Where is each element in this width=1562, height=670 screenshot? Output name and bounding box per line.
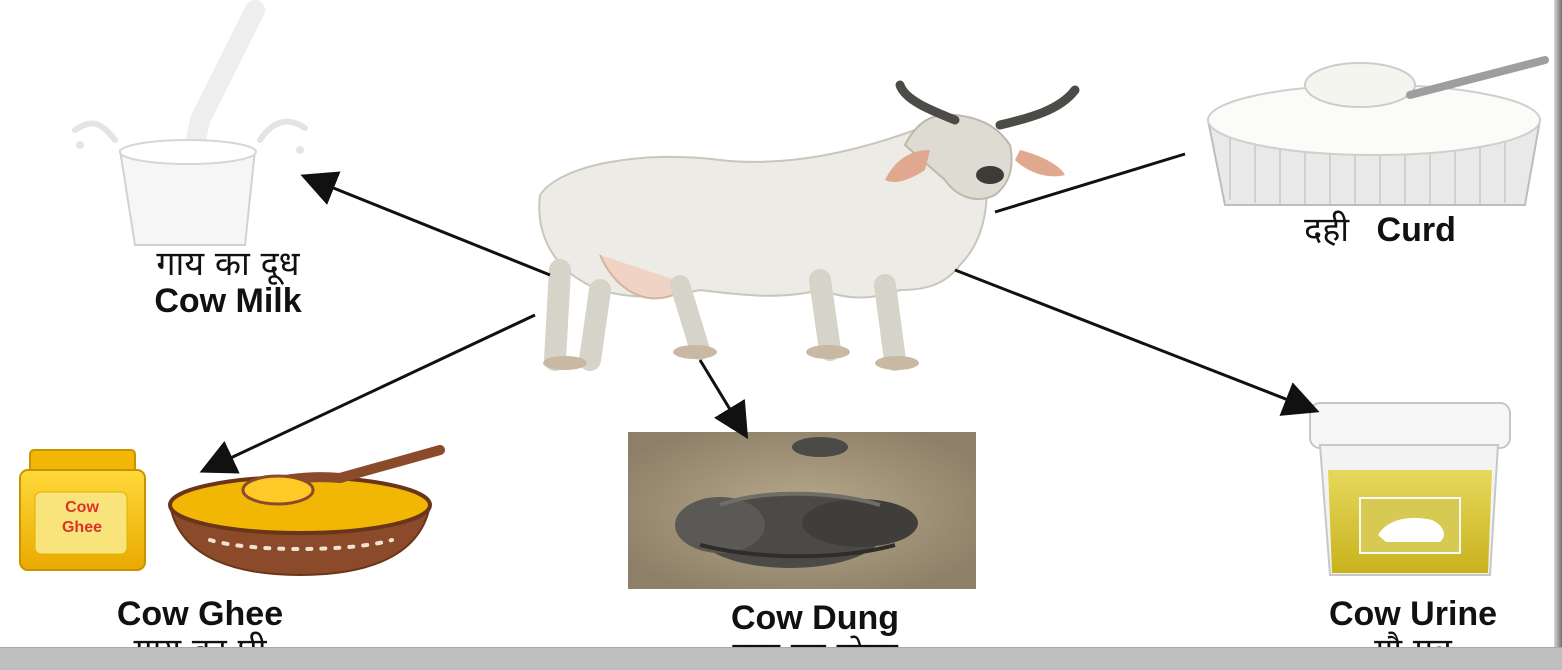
milk-label: गाय का दूध Cow Milk: [98, 246, 358, 321]
bottom-bar: [0, 647, 1562, 670]
ghee-jar-label-line1: Cow: [65, 499, 99, 516]
urine-label-english: Cow Urine: [1288, 596, 1538, 633]
ghee-jar-icon: Cow Ghee: [20, 450, 145, 570]
curd-label-english: Curd: [1377, 211, 1456, 249]
curd-label-hindi: दही: [1304, 210, 1349, 250]
curd-label-line: दही Curd: [1245, 212, 1515, 249]
milk-label-hindi: गाय का दूध: [98, 246, 358, 283]
curd-label: दही Curd: [1245, 212, 1515, 249]
right-frame: [1554, 0, 1562, 670]
dung-label-english: Cow Dung: [670, 600, 960, 637]
ghee-label-english: Cow Ghee: [70, 596, 330, 633]
arrow-to-dung: [700, 360, 745, 434]
arrow-to-ghee: [205, 315, 535, 470]
cow-icon: [539, 85, 1075, 370]
milk-glass-icon: [75, 10, 305, 245]
urine-jar-icon: [1310, 403, 1510, 575]
ghee-jar-label-line2: Ghee: [62, 519, 102, 536]
dung-icon: [628, 432, 976, 589]
milk-label-english: Cow Milk: [98, 283, 358, 320]
curd-bowl-icon: [1208, 60, 1545, 205]
arrow-to-urine: [955, 270, 1314, 410]
